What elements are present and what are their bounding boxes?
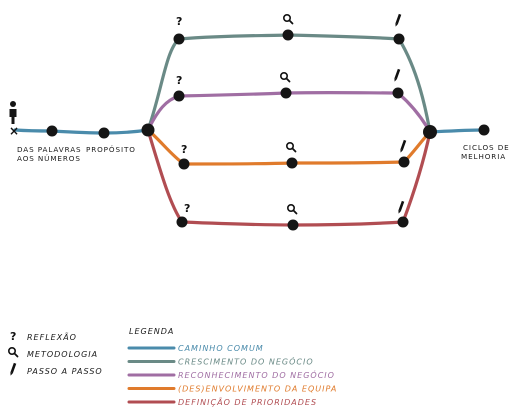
- node-purpose: [98, 127, 110, 139]
- icon-key: ? REFLEXÃO METODOLOGIA PASSO A PASSO: [8, 330, 103, 376]
- key-question-icon: ?: [10, 330, 16, 343]
- magnifier-icon: [283, 14, 294, 25]
- label-end-line2: MELHORIA: [461, 152, 506, 161]
- legend-label-4: DEFINIÇÃO DE PRIORIDADES: [178, 397, 317, 407]
- path-recognition: [146, 90, 432, 134]
- key-step-label: PASSO A PASSO: [27, 367, 103, 376]
- key-magnifier-icon: [8, 347, 19, 358]
- key-reflection-label: REFLEXÃO: [27, 332, 77, 342]
- node-priorities-2: [287, 219, 299, 231]
- question-icon: ?: [176, 74, 182, 87]
- node-merge: [423, 125, 437, 139]
- question-icon: ?: [184, 202, 190, 215]
- legend-label-3: (DES)ENVOLVIMENTO DA EQUIPA: [178, 385, 337, 394]
- person-icon: [9, 101, 17, 124]
- node-involvement-3: [398, 156, 410, 168]
- legend-label-1: CRESCIMENTO DO NEGÓCIO: [178, 356, 314, 367]
- node-start-1: [46, 125, 58, 137]
- node-priorities-3: [397, 216, 409, 228]
- node-growth-3: [393, 33, 405, 45]
- path-common-start: [13, 128, 150, 135]
- node-involvement-1: [178, 158, 190, 170]
- node-involvement-2: [286, 157, 298, 169]
- path-growth: [146, 33, 432, 134]
- node-split: [141, 123, 155, 137]
- node-recognition-1: [173, 90, 185, 102]
- key-methodology-label: METODOLOGIA: [27, 350, 98, 359]
- magnifier-icon: [287, 204, 298, 215]
- magnifier-icon: [280, 72, 291, 83]
- magnifier-icon: [286, 142, 297, 153]
- label-start-line2: AOS NÚMEROS: [17, 154, 81, 163]
- question-icon: ?: [181, 143, 187, 156]
- legend-label-2: RECONHECIMENTO DO NEGÓCIO: [178, 369, 335, 380]
- pencil-icon: [395, 13, 402, 27]
- path-common-end: [428, 128, 486, 134]
- question-icon: ?: [176, 15, 182, 28]
- label-purpose: PROPÓSITO: [86, 145, 136, 154]
- node-growth-2: [282, 29, 294, 41]
- node-priorities-1: [176, 216, 188, 228]
- legend-label-0: CAMINHO COMUM: [178, 344, 264, 353]
- nodes: [46, 29, 490, 231]
- node-growth-1: [173, 33, 185, 45]
- label-end-line1: CICLOS DE: [463, 143, 510, 152]
- label-start-line1: DAS PALAVRAS: [17, 145, 82, 154]
- key-pencil-icon: [10, 362, 17, 376]
- legend-title: LEGENDA: [129, 327, 174, 336]
- node-end: [478, 124, 490, 136]
- node-recognition-3: [392, 87, 404, 99]
- legend: LEGENDA CAMINHO COMUM CRESCIMENTO DO NEGÓ…: [127, 327, 337, 407]
- pencil-icon: [394, 68, 401, 82]
- node-recognition-2: [280, 87, 292, 99]
- pencil-icon: [398, 200, 405, 214]
- pencil-icon: [400, 139, 407, 153]
- start-marker: ×: [9, 124, 19, 138]
